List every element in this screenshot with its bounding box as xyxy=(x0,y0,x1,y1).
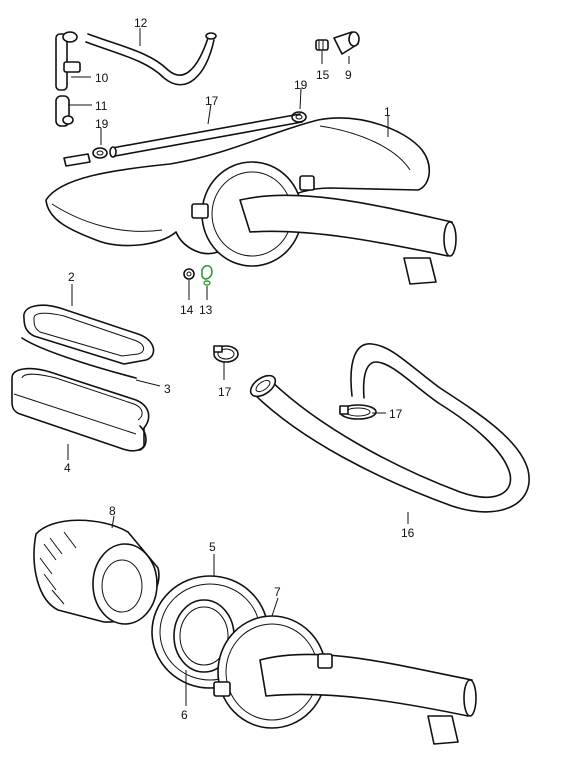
label-part-5: 5 xyxy=(209,540,216,554)
part-11-pipe-piece[interactable] xyxy=(55,95,74,127)
label-part-12: 12 xyxy=(134,16,148,30)
label-part-17-upper: 17 xyxy=(218,385,232,399)
label-part-14: 14 xyxy=(180,303,194,317)
part-1-air-cleaner-housing[interactable] xyxy=(45,117,457,285)
label-part-11: 11 xyxy=(95,99,108,113)
part-7-cleaner-cover[interactable] xyxy=(213,615,477,745)
part-3-seal[interactable] xyxy=(21,337,137,379)
part-13-wing-nut[interactable] xyxy=(201,264,213,286)
part-8-filter-element[interactable] xyxy=(33,519,160,625)
label-part-2: 2 xyxy=(68,270,75,284)
part-number-labels: 12 10 11 19 17 19 1 15 9 14 13 2 3 4 17 … xyxy=(64,16,415,722)
part-10-t-piece[interactable] xyxy=(55,31,81,91)
label-part-13: 13 xyxy=(199,303,213,317)
label-part-9: 9 xyxy=(345,68,352,82)
label-part-1: 1 xyxy=(384,105,391,119)
part-18-hose[interactable] xyxy=(109,113,303,158)
part-12-breather-hose[interactable] xyxy=(85,32,217,86)
label-part-18: 17 xyxy=(205,94,219,108)
part-17-hose-clamp-upper[interactable] xyxy=(213,345,239,363)
label-part-15: 15 xyxy=(316,68,330,82)
label-part-3: 3 xyxy=(164,382,171,396)
leader-lines xyxy=(67,28,409,706)
label-part-17-lower: 17 xyxy=(389,407,403,421)
part-9-cap[interactable] xyxy=(333,31,360,55)
label-part-4: 4 xyxy=(64,461,71,475)
part-16-hose[interactable] xyxy=(247,343,530,513)
label-part-19-lower: 19 xyxy=(95,117,109,131)
label-part-16: 16 xyxy=(401,526,415,540)
part-19-hose-clip-lower[interactable] xyxy=(92,147,108,159)
label-part-19-upper: 19 xyxy=(294,78,308,92)
part-17-hose-clamp-lower[interactable] xyxy=(339,404,377,420)
part-2-gasket[interactable] xyxy=(23,304,155,365)
part-14-washer[interactable] xyxy=(183,268,195,280)
part-4-filter-housing-lower[interactable] xyxy=(11,367,150,452)
label-part-7: 7 xyxy=(274,585,281,599)
label-part-6: 6 xyxy=(181,708,188,722)
breather-nozzle[interactable] xyxy=(63,153,91,167)
label-part-10: 10 xyxy=(95,71,109,85)
label-part-8: 8 xyxy=(109,504,116,518)
part-15-plug[interactable] xyxy=(315,39,329,51)
